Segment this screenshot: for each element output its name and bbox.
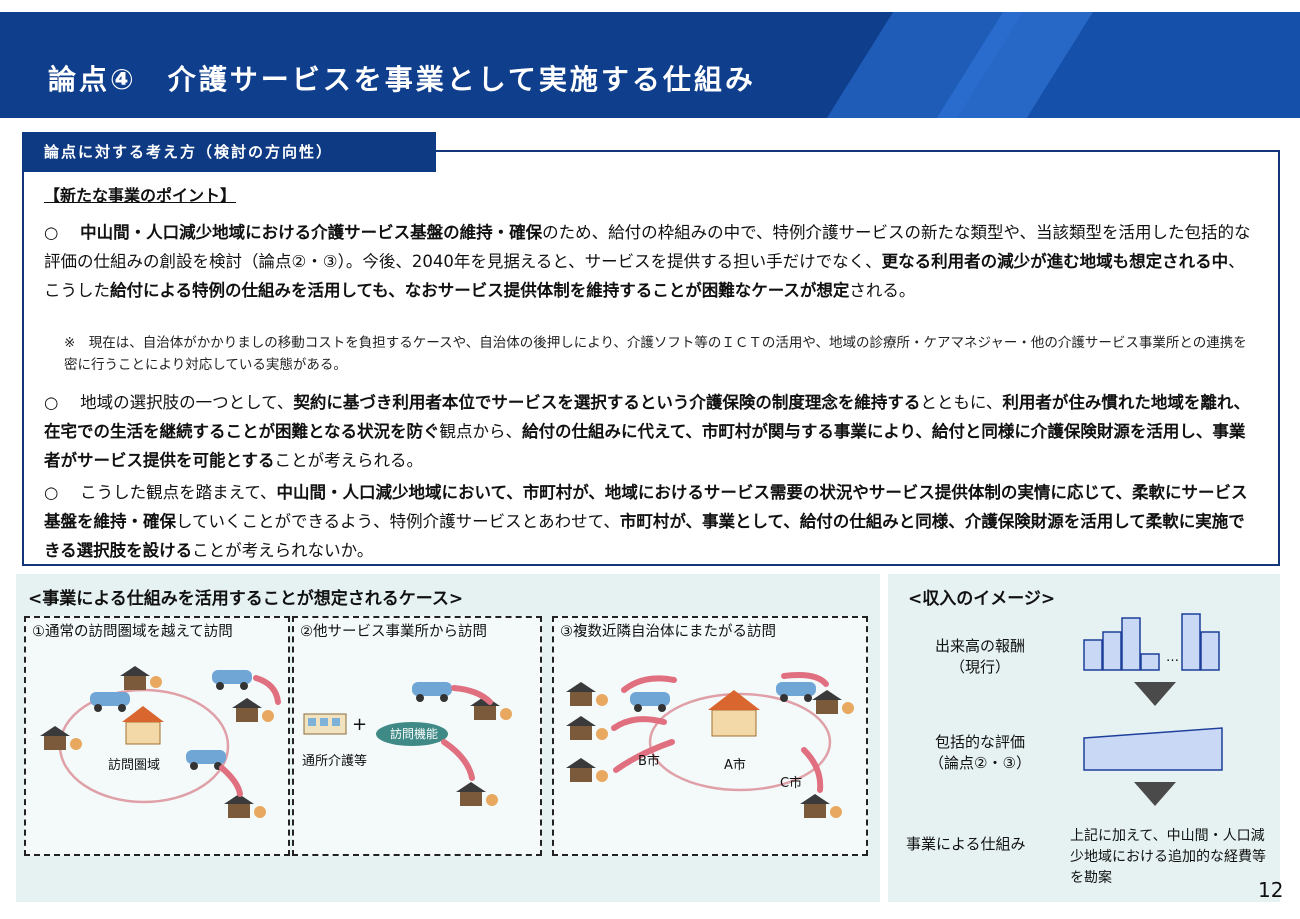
- fee-for-service-bars: [1083, 613, 1220, 671]
- home-icon: [456, 782, 498, 806]
- case-1-label: ①通常の訪問圏域を越えて訪問: [32, 624, 233, 640]
- income-title: <収入のイメージ>: [908, 589, 1056, 609]
- bullet: ○: [44, 223, 59, 242]
- city-c-label: C市: [780, 776, 803, 791]
- car-icon: [630, 692, 670, 712]
- car-icon: [90, 692, 130, 712]
- point-heading: 【新たな事業のポイント】: [44, 186, 237, 205]
- visit-function-badge: 訪問機能: [390, 727, 439, 741]
- case-3-illustration: [566, 672, 854, 818]
- income-row3-desc: 上記に加えて、中山間・人口減少地域における追加的な経費等を勘案: [1070, 828, 1266, 886]
- direction-tab: 論点に対する考え方（検討の方向性）: [22, 132, 436, 172]
- home-icon: [566, 716, 608, 740]
- paragraph-2: ○ 地域の選択肢の一つとして、契約に基づき利用者本位でサービスを選択するという介…: [44, 393, 1251, 470]
- city-a-label: A市: [724, 758, 746, 773]
- facility-label: 通所介護等: [302, 754, 368, 769]
- comprehensive-eval-shape: [1083, 727, 1223, 771]
- home-icon: [566, 682, 608, 706]
- bars-ellipsis: …: [1166, 650, 1179, 665]
- case-1-illustration: [40, 666, 281, 818]
- city-b-label: B市: [638, 754, 660, 769]
- income-row2-label: 包括的な評価 （論点②・③）: [929, 733, 1031, 772]
- note-text: ※ 現在は、自治体がかかりましの移動コストを負担するケースや、自治体の後押しによ…: [64, 335, 1247, 373]
- house-icon: [708, 690, 760, 737]
- page-number: 12: [1258, 878, 1284, 902]
- house-icon: [122, 706, 164, 745]
- bullet: ○: [44, 483, 59, 502]
- facility-icon: [303, 713, 347, 735]
- home-icon: [40, 726, 82, 750]
- home-icon: [120, 666, 162, 690]
- cases-title: <事業による仕組みを活用することが想定されるケース>: [28, 589, 464, 609]
- case-3: ③複数近隣自治体にまたがる訪問 B市 A市 C市: [552, 616, 868, 856]
- case-3-label: ③複数近隣自治体にまたがる訪問: [560, 624, 776, 640]
- plus-sign: +: [352, 714, 368, 735]
- car-icon: [412, 682, 452, 702]
- case-2: ②他サービス事業所から訪問 + 訪問機能 通所介護等: [292, 616, 542, 856]
- down-arrow-icon: [1134, 682, 1176, 706]
- case-2-illustration: [303, 682, 512, 806]
- case-2-label: ②他サービス事業所から訪問: [300, 624, 487, 640]
- down-arrow-icon: [1134, 782, 1176, 806]
- bullet: ○: [44, 393, 59, 412]
- home-icon: [232, 698, 274, 722]
- income-row1-label: 出来高の報酬 （現行）: [934, 637, 1025, 676]
- header-banner: [0, 12, 1300, 118]
- home-icon: [812, 690, 854, 714]
- direction-box: [22, 150, 1280, 566]
- case-1: ①通常の訪問圏域を越えて訪問 訪問圏域: [24, 616, 290, 856]
- paragraph-3: ○ こうした観点を踏まえて、中山間・人口減少地域において、市町村が、地域における…: [44, 483, 1248, 560]
- income-row3-label: 事業による仕組み: [906, 835, 1026, 853]
- car-icon: [776, 682, 816, 702]
- car-icon: [212, 670, 252, 690]
- visit-area-label: 訪問圏域: [108, 758, 161, 773]
- home-icon: [224, 794, 266, 818]
- home-icon: [566, 758, 608, 782]
- page-title: 論点④ 介護サービスを事業として実施する仕組み: [48, 63, 756, 96]
- paragraph-1: ○ 中山間・人口減少地域における介護サービス基盤の維持・確保のため、給付の枠組み…: [44, 223, 1251, 300]
- home-icon: [800, 794, 842, 818]
